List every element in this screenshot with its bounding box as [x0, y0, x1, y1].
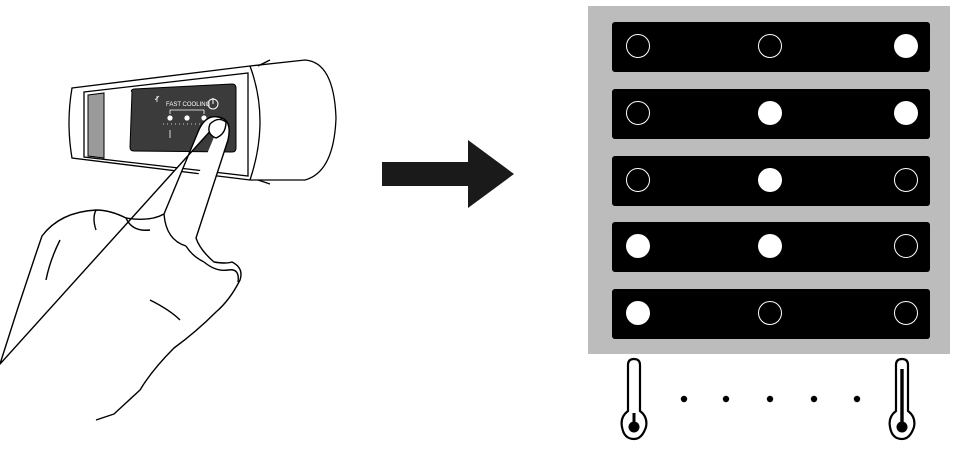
snowflake-icon — [154, 95, 160, 102]
led-off-indicator — [894, 234, 918, 258]
hand-pointer-icon — [0, 115, 242, 421]
led-on-indicator — [758, 101, 782, 125]
led-on-indicator — [894, 34, 918, 58]
led-on-indicator — [626, 301, 650, 325]
grey-side-strip — [87, 92, 105, 159]
led-on-indicator — [626, 234, 650, 258]
led-on-indicator — [894, 101, 918, 125]
led-row — [612, 222, 930, 272]
led-on-indicator — [758, 234, 782, 258]
led-off-indicator — [626, 34, 650, 58]
appliance-illustration: FAST COOLING — [0, 59, 337, 421]
led-off-indicator — [626, 101, 650, 125]
led-row — [612, 22, 930, 72]
arrow-right-icon — [382, 140, 514, 208]
temperature-scale — [620, 357, 916, 441]
led-row — [612, 89, 930, 139]
led-off-indicator — [758, 301, 782, 325]
led-row — [612, 156, 930, 206]
led-off-indicator — [758, 34, 782, 58]
fast-cooling-label: FAST COOLING — [166, 102, 211, 108]
thermometer-low-icon — [620, 357, 648, 441]
led-off-indicator — [894, 301, 918, 325]
power-icon[interactable] — [207, 98, 219, 110]
led-row — [612, 289, 930, 339]
indicator-grid-panel — [588, 6, 950, 354]
led-off-indicator — [894, 168, 918, 192]
led-off-indicator — [626, 168, 650, 192]
scale-dots — [680, 395, 861, 403]
led-on-indicator — [758, 168, 782, 192]
thermometer-high-icon — [888, 357, 916, 441]
